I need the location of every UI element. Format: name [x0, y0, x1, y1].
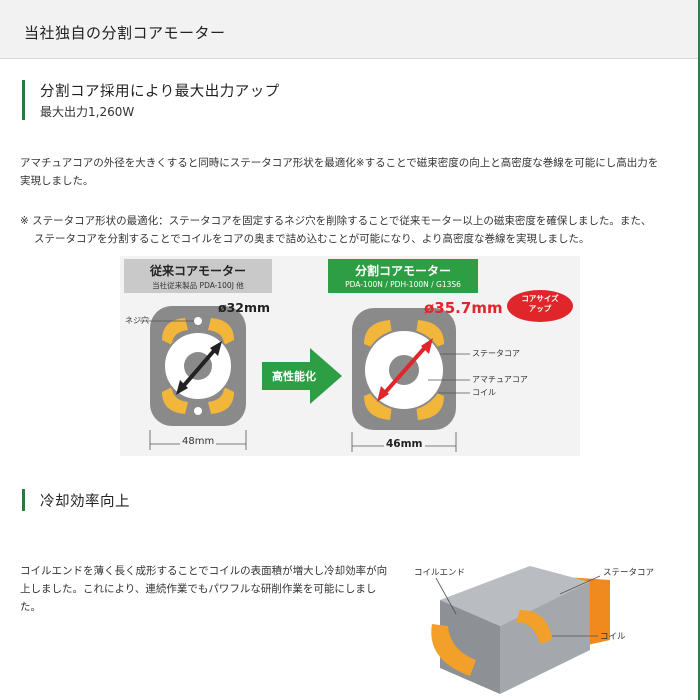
- armature-core-label: アマチュアコア: [472, 375, 528, 384]
- conventional-screw-hole: [194, 317, 202, 325]
- stator-core-label-2: ステータコア: [603, 568, 655, 578]
- section-accent-bar: [22, 80, 25, 120]
- body-line: た。: [20, 601, 41, 613]
- conventional-coil-top-left: [162, 318, 188, 345]
- conventional-motor-label: 従来コアモーター 当社従来製品 PDA-100J 他: [124, 259, 272, 293]
- stator-core-label: ステータコア: [472, 349, 520, 358]
- conventional-coil-bottom-left: [162, 387, 188, 414]
- arrow-head: [421, 338, 433, 354]
- split-diameter-arrow: [380, 342, 430, 398]
- performance-arrow: [262, 348, 342, 404]
- badge-line: コアサイズ: [521, 294, 559, 303]
- header-divider: [0, 58, 698, 59]
- split-core-motor-title: 分割コアモーター: [354, 264, 451, 278]
- arrow-head: [377, 386, 389, 402]
- coil-end-illustration: [431, 566, 610, 694]
- header-band: [0, 0, 698, 58]
- conventional-screw-hole: [194, 407, 202, 415]
- note-line: ※ ステータコア形状の最適化：ステータコアを固定するネジ穴を削除することで従来モ…: [20, 215, 652, 227]
- leader-line-coil-end: [435, 577, 457, 615]
- section-accent-bar: [22, 489, 25, 511]
- body-line: コイルエンドを薄く長く成形することでコイルの表面積が増大し冷却効率が向: [20, 565, 388, 577]
- body-line: 実現しました。: [20, 175, 94, 187]
- section-body-cooling: コイルエンドを薄く長く成形することでコイルの表面積が増大し冷却効率が向 上しまし…: [20, 562, 410, 616]
- split-core-motor-cross-section: [351, 308, 470, 452]
- body-line: 上しました。これにより、連続作業でもパワフルな研削作業を可能にしまし: [20, 583, 377, 595]
- page-title: 当社独自の分割コアモーター: [24, 24, 226, 42]
- right-accent-border: [698, 0, 700, 700]
- inner-coil: [516, 610, 552, 644]
- conventional-diameter-arrow: [178, 344, 220, 392]
- stator-core-side: [440, 600, 500, 694]
- split-coil: [416, 320, 444, 349]
- conventional-width-label: 48mm: [180, 436, 217, 447]
- split-width-label: 46mm: [384, 438, 425, 450]
- conventional-motor-models: 当社従来製品 PDA-100J 他: [152, 281, 244, 290]
- core-size-up-badge: [507, 290, 573, 322]
- core-size-up-badge-text: コアサイズ アップ: [510, 294, 570, 314]
- section-heading-cooling: 冷却効率向上: [40, 494, 130, 510]
- split-coil: [416, 391, 444, 420]
- leader-line-stator: [559, 575, 601, 595]
- split-coil: [364, 320, 392, 349]
- conventional-coil-bottom-right: [208, 387, 234, 414]
- coil-label-2: コイル: [600, 632, 626, 642]
- split-core-motor-models: PDA-100N / PDH-100N / G13S6: [345, 280, 461, 289]
- performance-arrow-label: 高性能化: [272, 370, 316, 383]
- arrow-head: [210, 341, 222, 356]
- badge-line: アップ: [528, 304, 552, 313]
- section-heading-output: 分割コア採用により最大出力アップ: [40, 84, 280, 100]
- split-diameter-label: ø35.7mm: [424, 299, 503, 317]
- body-line: アマチュアコアの外径を大きくすると同時にステータコア形状を最適化※することで磁束…: [20, 157, 659, 169]
- screw-hole-label: ネジ穴: [125, 316, 149, 325]
- section-subheading-max-output: 最大出力1,260W: [40, 105, 135, 119]
- conventional-motor-cross-section: [140, 306, 247, 450]
- stator-core-top: [440, 566, 590, 626]
- split-core-motor-label: 分割コアモーター PDA-100N / PDH-100N / G13S6: [328, 259, 478, 293]
- footnote-stator-optimization: ※ ステータコア形状の最適化：ステータコアを固定するネジ穴を削除することで従来モ…: [20, 212, 685, 248]
- coil-end-label: コイルエンド: [414, 568, 466, 578]
- conventional-motor-title: 従来コアモーター: [149, 264, 246, 278]
- split-coil: [364, 391, 392, 420]
- note-line: ステータコアを分割することでコイルをコアの奥まで詰め込むことが可能になり、より高…: [34, 233, 590, 245]
- coil-label: コイル: [472, 388, 496, 397]
- conventional-coil-top-right: [208, 318, 234, 345]
- arrow-head: [176, 380, 188, 395]
- conventional-diameter-label: ø32mm: [218, 300, 271, 315]
- coil-end: [431, 624, 476, 676]
- section-body-output: アマチュアコアの外径を大きくすると同時にステータコア形状を最適化※することで磁束…: [20, 154, 690, 190]
